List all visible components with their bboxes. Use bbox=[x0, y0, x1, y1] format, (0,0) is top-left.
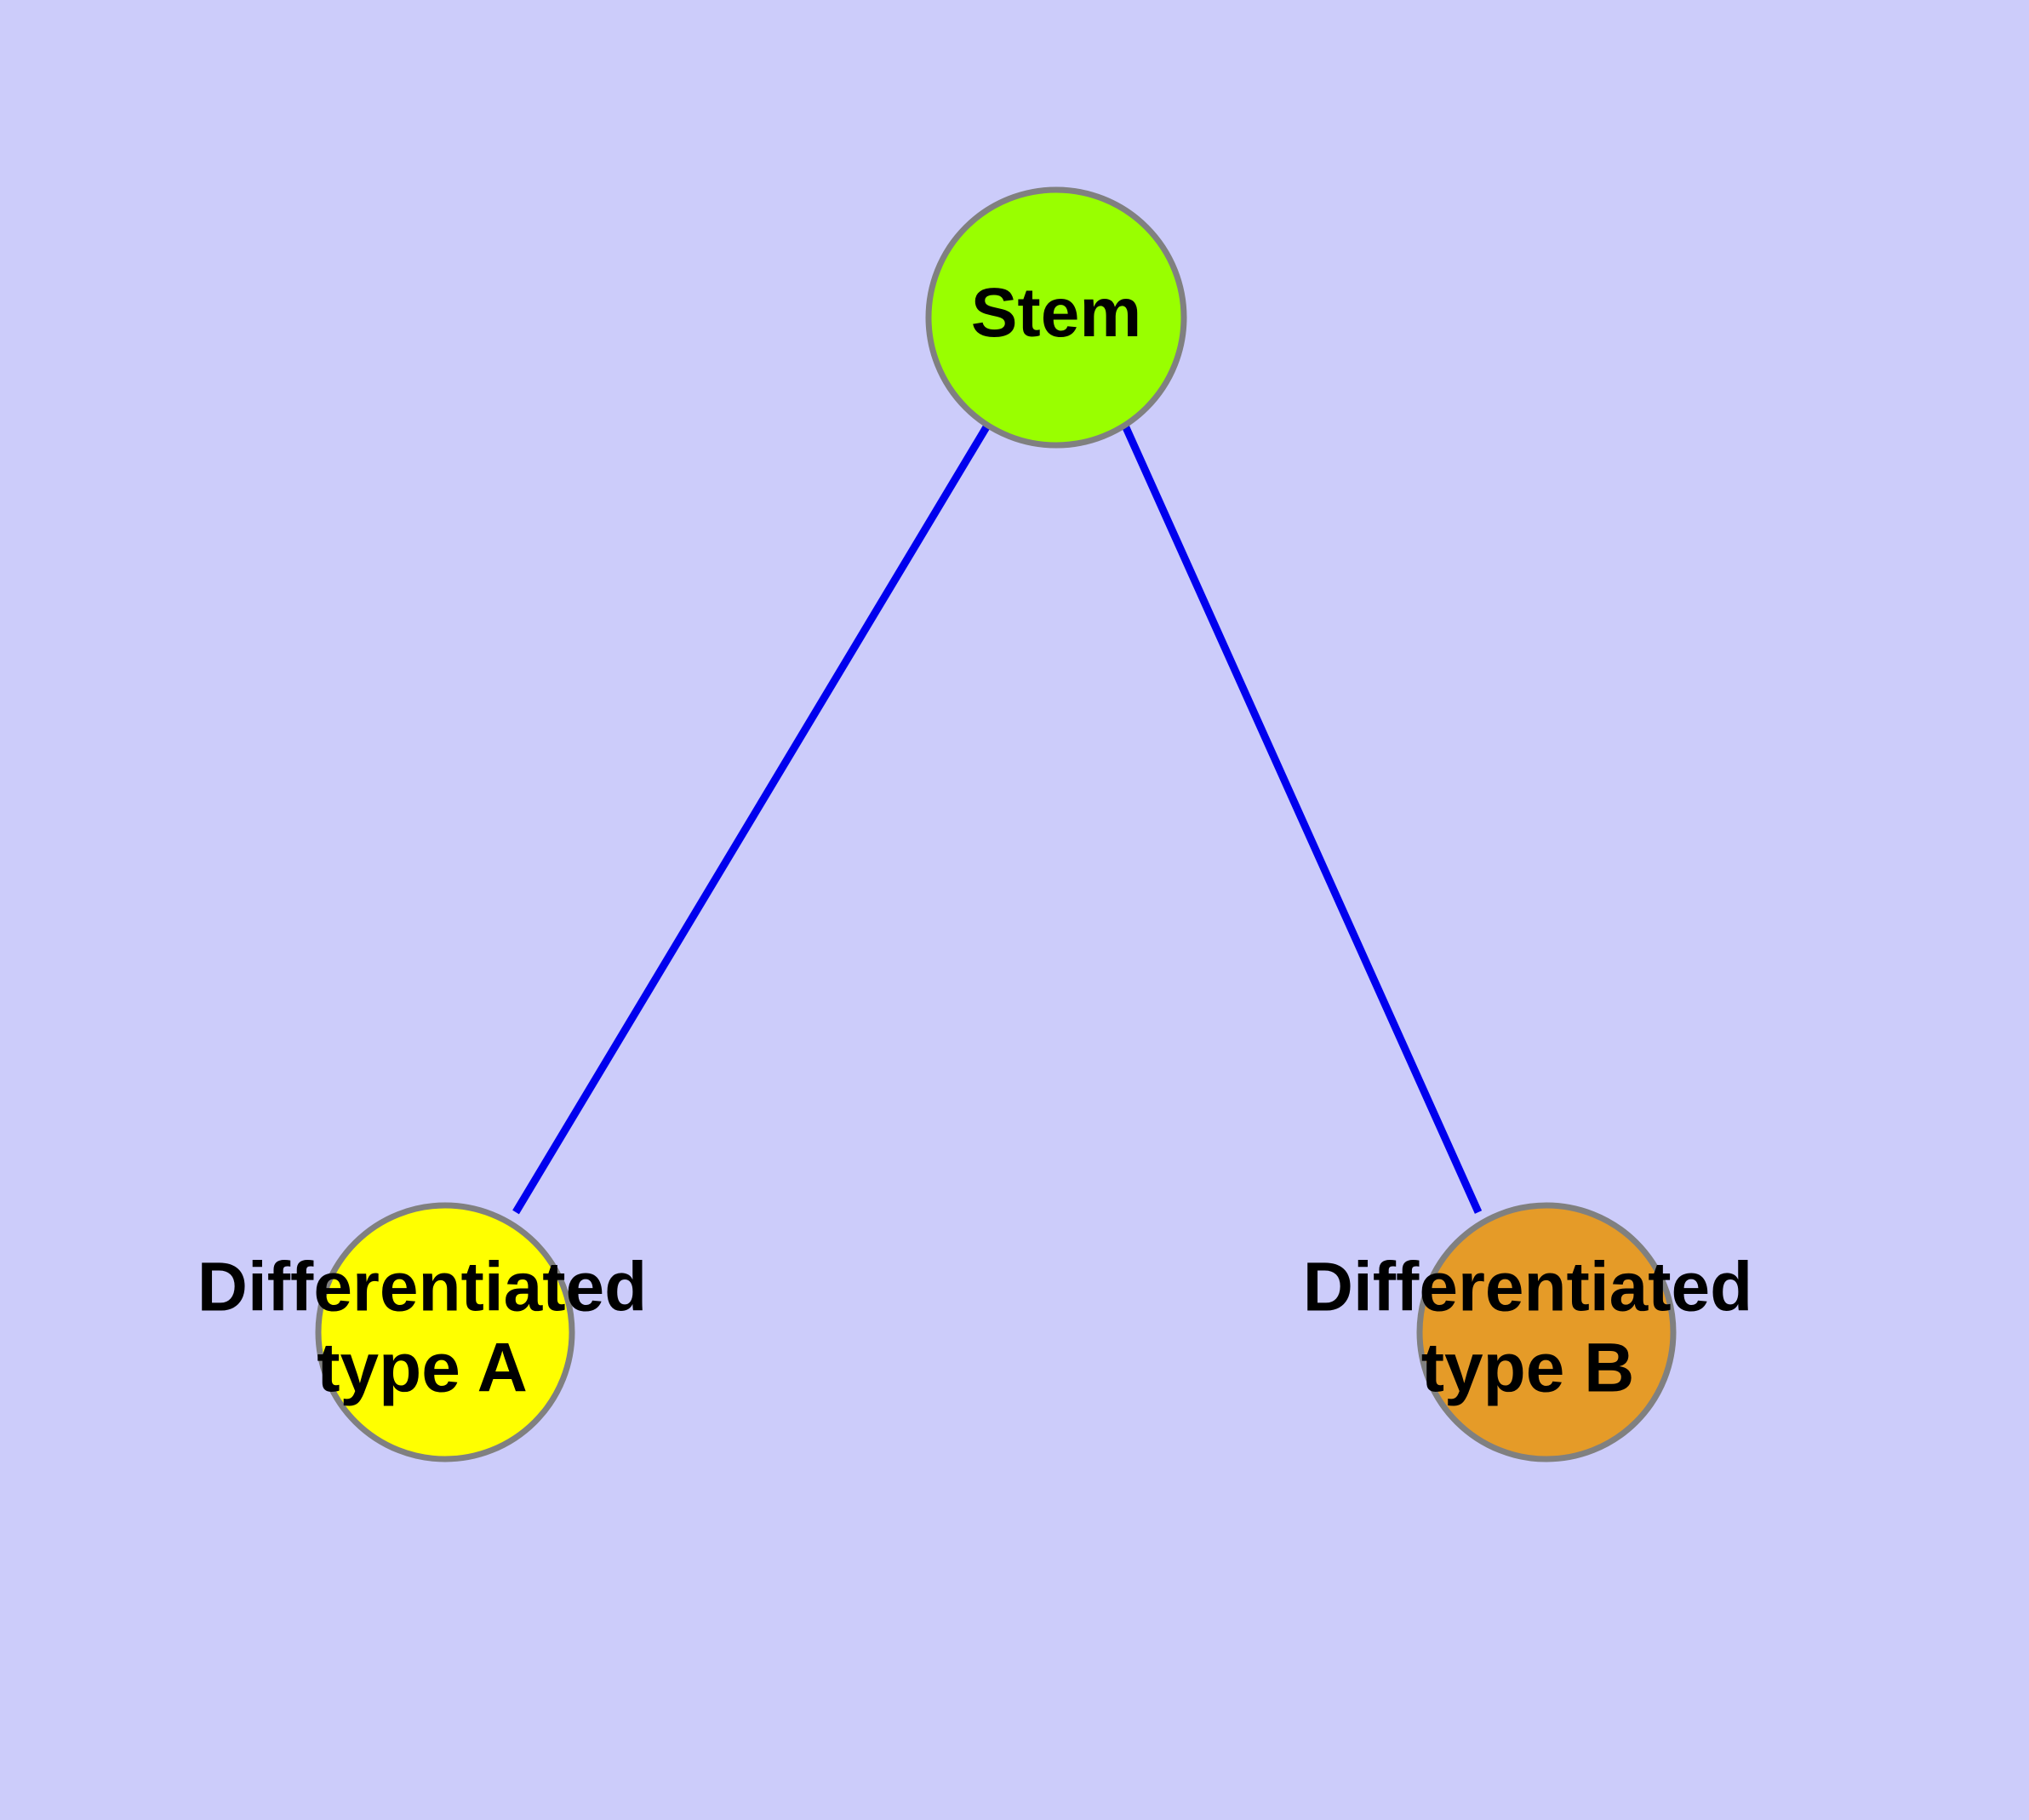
node-label-stem: Stem bbox=[971, 274, 1142, 352]
edges-group bbox=[512, 423, 1483, 1215]
edge-stem-to-diff_b[interactable] bbox=[1121, 424, 1483, 1214]
node-diff_a[interactable] bbox=[315, 1202, 575, 1462]
edge-stem-to-diff_a[interactable] bbox=[512, 423, 991, 1215]
node-label-line: Differentiated bbox=[1303, 1248, 1753, 1325]
node-stem[interactable] bbox=[925, 186, 1187, 449]
node-label-line: Differentiated bbox=[197, 1248, 648, 1325]
node-diff_b[interactable] bbox=[1416, 1202, 1677, 1462]
node-label-line: type B bbox=[1421, 1329, 1635, 1406]
nodes-group bbox=[315, 186, 1677, 1462]
node-label-line: type A bbox=[317, 1329, 528, 1406]
node-label-line: Stem bbox=[971, 274, 1142, 352]
